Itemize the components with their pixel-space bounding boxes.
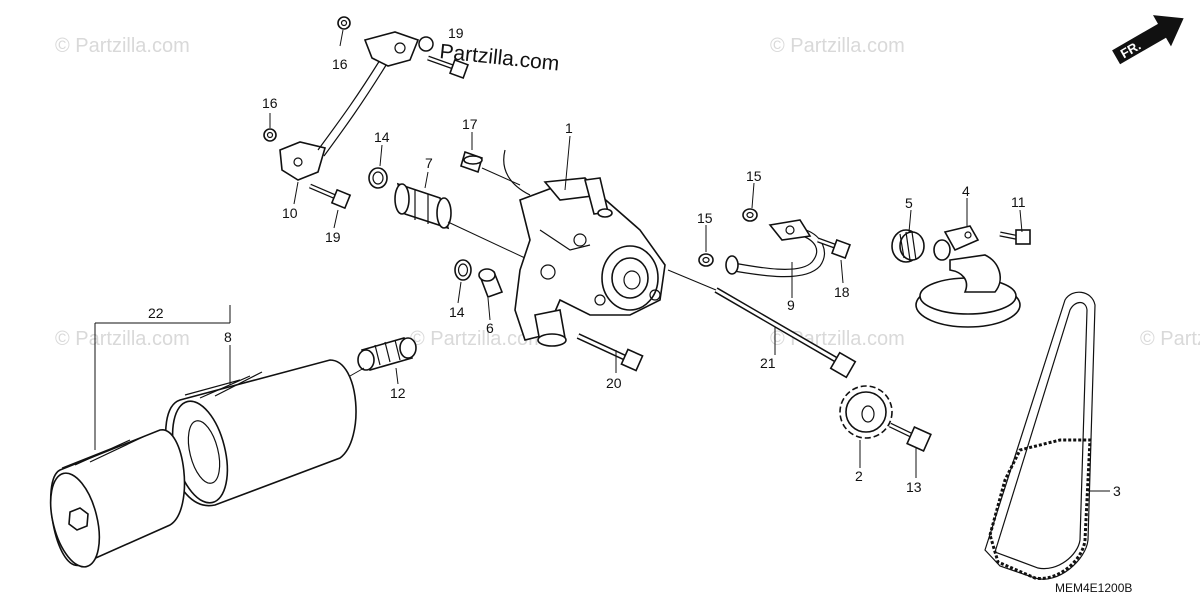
- callout-19-top: 19: [448, 25, 464, 41]
- washer-15-upper: [742, 208, 758, 222]
- oil-pump-assembly: [503, 149, 666, 347]
- oring-14-upper: [368, 167, 388, 189]
- callout-3: 3: [1113, 483, 1121, 499]
- watermark-3: © Partzilla.com: [55, 328, 190, 350]
- callout-4: 4: [962, 183, 970, 199]
- callout-17: 17: [462, 116, 478, 132]
- callout-19-bottom: 19: [325, 229, 341, 245]
- callout-22: 22: [148, 305, 164, 321]
- callout-15-upper: 15: [746, 168, 762, 184]
- drive-chain-3: [984, 291, 1096, 580]
- watermark-4: © Partzilla.com: [410, 328, 545, 350]
- diagram-code: MEM4E1200B: [1055, 581, 1132, 595]
- front-direction-arrow: FR.: [1112, 15, 1184, 65]
- callout-6: 6: [486, 320, 494, 336]
- callout-9: 9: [787, 297, 795, 313]
- callout-15-lower: 15: [697, 210, 713, 226]
- bolt-20: [576, 333, 644, 372]
- bolt-13: [888, 422, 932, 452]
- callout-14-lower: 14: [449, 304, 465, 320]
- callout-11: 11: [1011, 194, 1026, 210]
- filter-wrench-22: [49, 429, 186, 568]
- callout-16-top: 16: [332, 56, 348, 72]
- bolt-11: [999, 229, 1031, 245]
- oil-pipe: [279, 31, 420, 181]
- oil-filter-8: [165, 359, 357, 507]
- callout-16-left: 16: [262, 95, 278, 111]
- collar-6: [478, 268, 504, 299]
- oil-pipe-9: [725, 219, 825, 278]
- callout-2: 2: [855, 468, 863, 484]
- oil-strainer-4: [915, 225, 1021, 328]
- watermark-2: © Partzilla.com: [770, 35, 905, 57]
- callout-13: 13: [906, 479, 922, 495]
- label-bracket-22-8: [94, 305, 231, 450]
- relief-valve-7: [394, 182, 452, 230]
- bolt-21: [667, 269, 857, 379]
- leader-lines: [269, 29, 1110, 492]
- washer-15-lower: [698, 253, 714, 267]
- callout-20: 20: [606, 375, 622, 391]
- watermarks: © Partzilla.com © Partzilla.com © Partzi…: [55, 35, 1200, 350]
- sprocket-2: [839, 385, 893, 439]
- brand-logo: Partzilla.com: [418, 36, 560, 76]
- filter-boss-12: [357, 337, 417, 371]
- bolt-18: [817, 237, 851, 259]
- oil-strainer-screen-5: [891, 229, 925, 263]
- callout-7: 7: [425, 155, 433, 171]
- callout-1: 1: [565, 120, 573, 136]
- bolt-19-top: [427, 55, 469, 79]
- washer-16-top: [337, 16, 351, 30]
- callout-labels: 1 2 3 4 5 6 7 8 9 10 11 12 13 14 14 15 1…: [148, 25, 1121, 499]
- washer-16-left: [263, 128, 277, 142]
- watermark-1: © Partzilla.com: [55, 35, 190, 57]
- callout-5: 5: [905, 195, 913, 211]
- callout-21: 21: [760, 355, 776, 371]
- callout-10: 10: [282, 205, 298, 221]
- callout-12: 12: [390, 385, 406, 401]
- dowel-pin-17: [460, 150, 483, 174]
- callout-14-upper: 14: [374, 129, 390, 145]
- callout-8: 8: [224, 329, 232, 345]
- oring-14-lower: [454, 259, 472, 281]
- callout-18: 18: [834, 284, 850, 300]
- bolt-19-bottom: [309, 183, 352, 210]
- watermark-5: © Partzilla.com: [770, 328, 905, 350]
- watermark-6: © Partzilla.com: [1140, 328, 1200, 350]
